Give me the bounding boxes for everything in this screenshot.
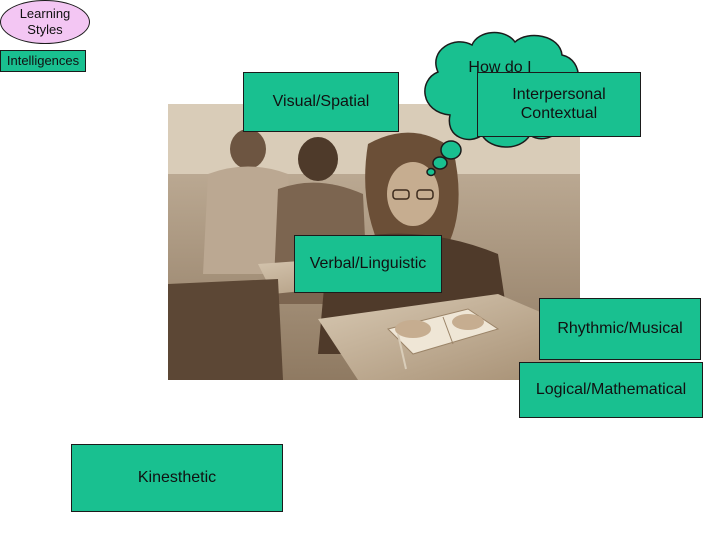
logical-mathematical-box: Logical/Mathematical [519,362,703,418]
intelligences-label: Intelligences [0,50,86,72]
learning-styles-line2: Styles [27,22,63,37]
kinesthetic-box: Kinesthetic [71,444,283,512]
verbal-linguistic-box: Verbal/Linguistic [294,235,442,293]
learning-styles-oval: Learning Styles [0,0,90,44]
rhythmic-musical-box: Rhythmic/Musical [539,298,701,360]
contextual-label: Contextual [520,104,598,122]
visual-spatial-box: Visual/Spatial [243,72,399,132]
interpersonal-label: Interpersonal [512,86,606,104]
learning-styles-line1: Learning [19,5,71,21]
interpersonal-contextual-box: Interpersonal Contextual [477,72,641,137]
thought-cloud-line1: How do I [468,59,532,76]
